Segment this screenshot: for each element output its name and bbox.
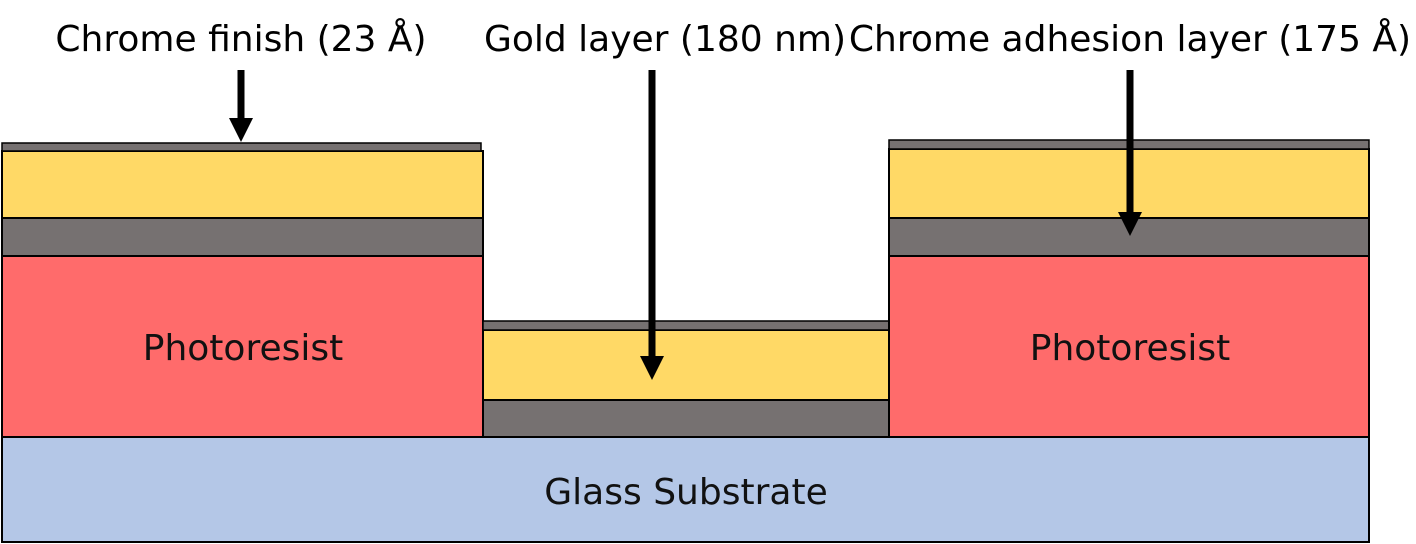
glass-substrate-label: Glass Substrate [544, 472, 827, 513]
gold-layer-label: Gold layer (180 nm) [484, 19, 846, 60]
photoresist-right-label: Photoresist [1030, 328, 1230, 369]
arrow-chrome-finish [229, 70, 253, 142]
chrome-adhesion-right [888, 217, 1370, 257]
gold-layer-left [1, 150, 484, 219]
chrome-finish-left [1, 142, 482, 152]
chrome-adhesion-left [1, 217, 484, 257]
chrome-adhesion-middle [482, 399, 890, 438]
photoresist-left-label: Photoresist [143, 328, 343, 369]
chrome-finish-label: Chrome finish (23 Å) [55, 17, 426, 60]
chrome-finish-middle [482, 320, 890, 331]
chrome-adhesion-label: Chrome adhesion layer (175 Å) [849, 17, 1411, 60]
arrow-chrome-adhesion [1118, 70, 1142, 236]
gold-layer-middle [482, 329, 890, 401]
photoresist-left [1, 255, 484, 438]
glass-substrate [1, 436, 1370, 543]
arrow-gold-layer [640, 70, 664, 380]
